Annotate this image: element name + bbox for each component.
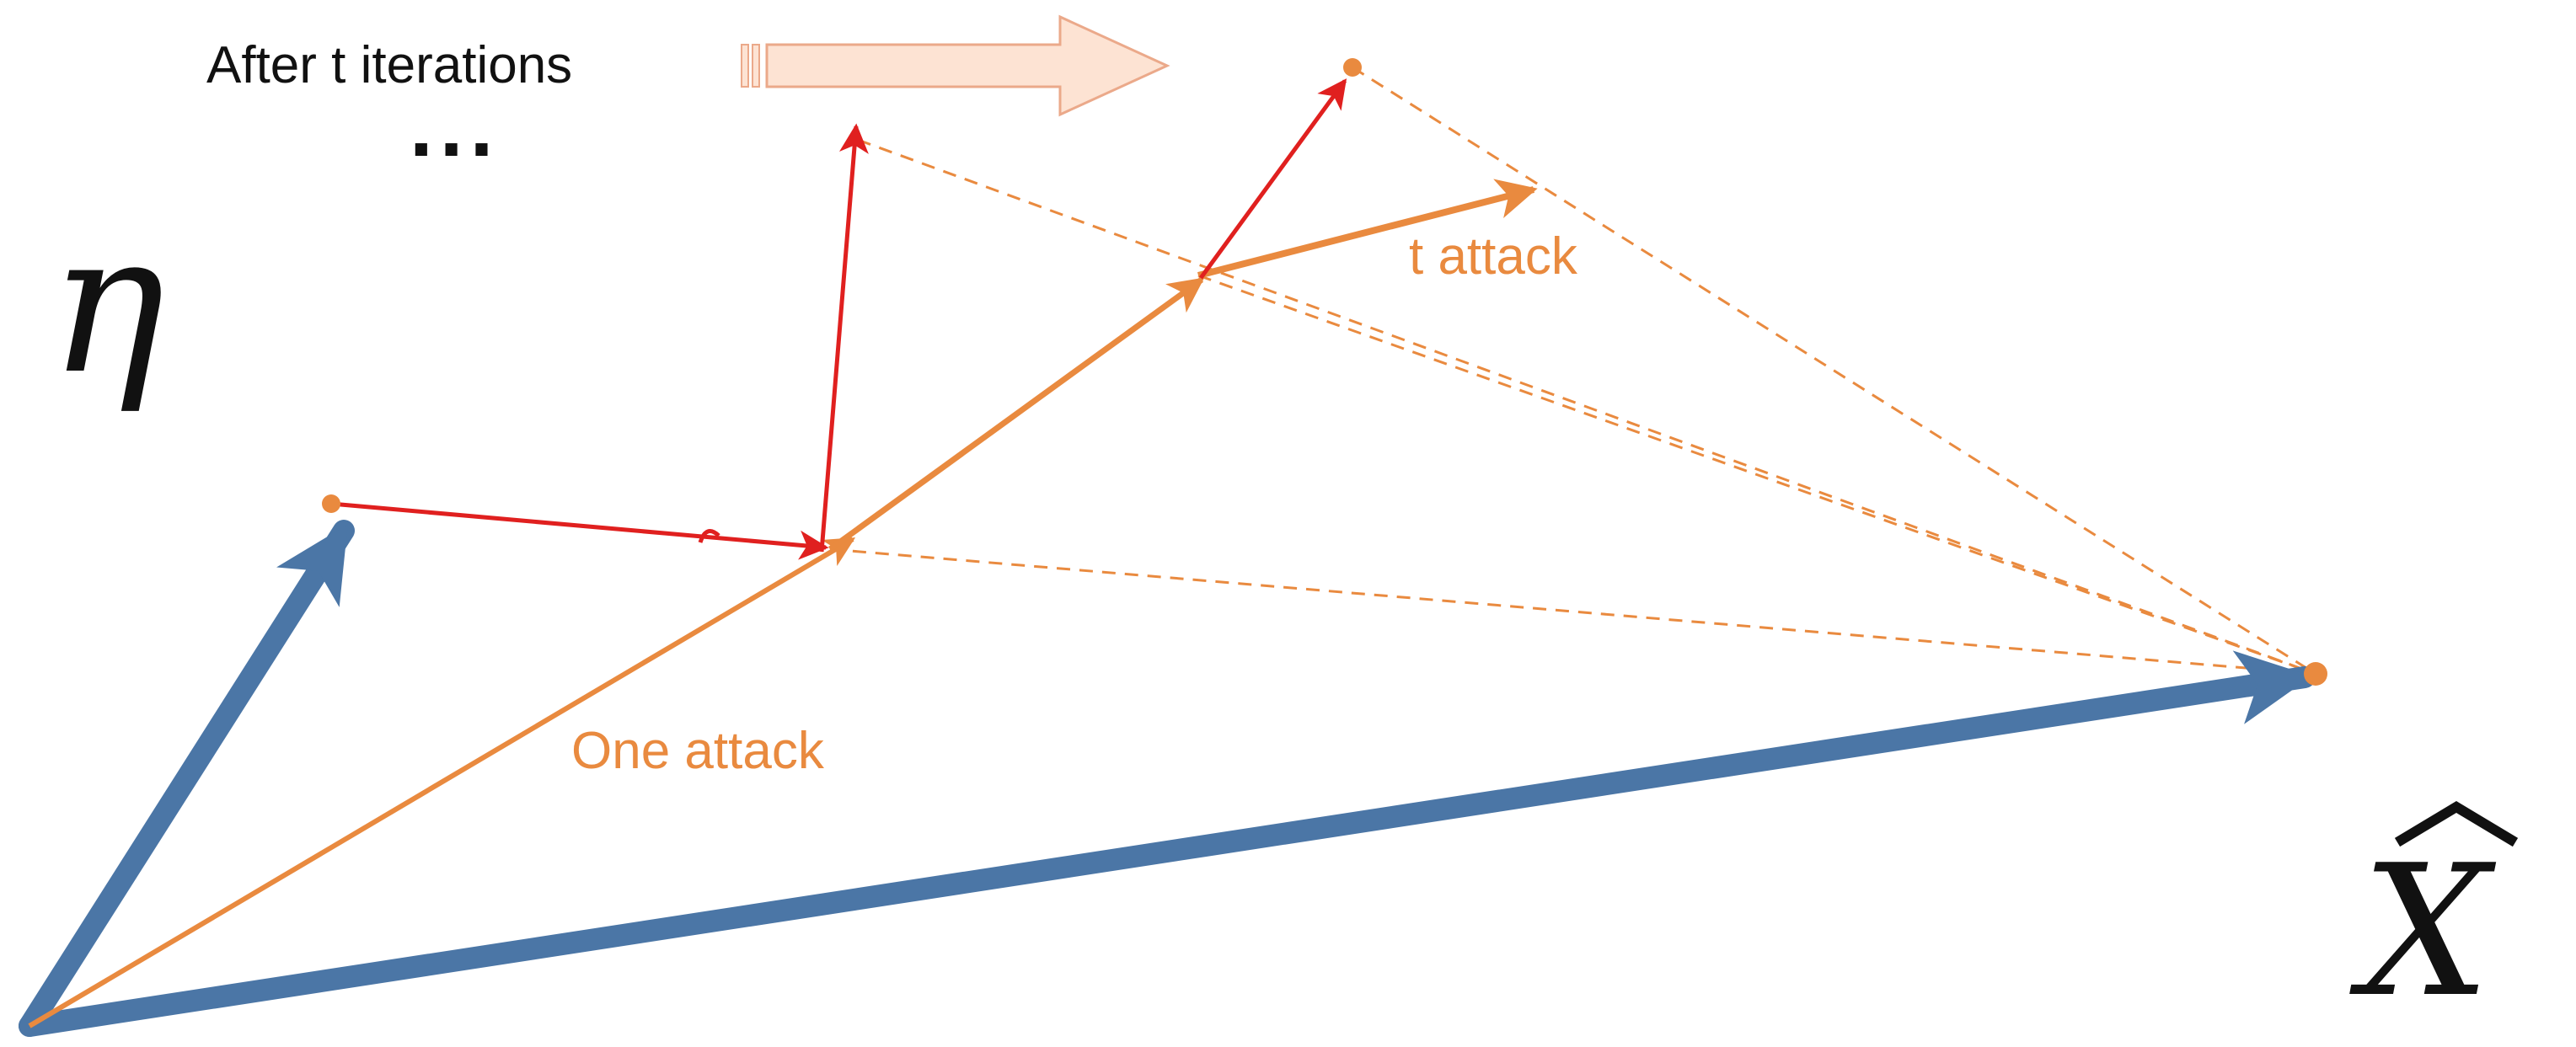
eta-endpoint-dot [322, 494, 340, 513]
red-step-arrow-3 [1198, 78, 1347, 280]
second-attack-arrow [827, 277, 1205, 552]
t-attack-label: t attack [1409, 227, 1578, 286]
dashed-guide-4 [1352, 66, 2316, 676]
t-attack-arrow [1197, 179, 1538, 279]
dashed-guide-2 [857, 138, 2316, 676]
iteration-endpoint-dot [1343, 58, 1362, 77]
red-step-arrow-1 [330, 501, 829, 560]
dashed-guide-1 [829, 548, 2316, 676]
x-hat-label: X [2349, 825, 2497, 1037]
dashed-guides [829, 66, 2316, 676]
eta-label: η [49, 192, 165, 417]
x-hat-endpoint-dot [2304, 662, 2327, 686]
x-hat-vector-arrow [19, 650, 2316, 1037]
dashed-guide-3 [1197, 274, 2316, 676]
ellipsis-label: ... [410, 80, 500, 174]
x-hat-caret [2394, 801, 2519, 847]
eta-vector-arrow [19, 520, 355, 1037]
after-iterations-arrow [741, 14, 1170, 117]
after-iterations-label: After t iterations [206, 36, 572, 94]
one-attack-arrow [28, 537, 856, 1028]
red-step-arrow-2 [819, 123, 869, 553]
one-attack-label: One attack [571, 722, 825, 780]
angle-mark [698, 529, 720, 543]
